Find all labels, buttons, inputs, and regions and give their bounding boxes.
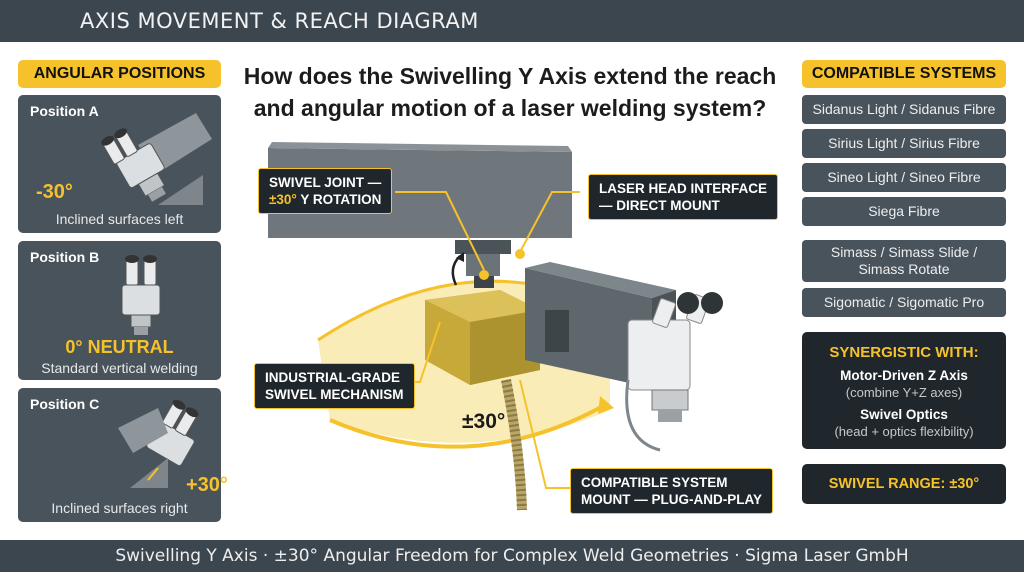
header-bar: AXIS MOVEMENT & REACH DIAGRAM: [0, 0, 1024, 42]
mount-line1: COMPATIBLE SYSTEM: [581, 475, 728, 490]
footer-text: Swivelling Y Axis · ±30° Angular Freedom…: [115, 546, 909, 566]
footer-bar: Swivelling Y Axis · ±30° Angular Freedom…: [0, 540, 1024, 572]
head-tilted-right-icon: [118, 399, 199, 488]
mount-line2: MOUNT — PLUG-AND-PLAY: [581, 492, 762, 507]
page-title: AXIS MOVEMENT & REACH DIAGRAM: [80, 9, 479, 33]
system-item-simass: Simass / Simass Slide / Simass Rotate: [802, 240, 1006, 282]
position-a-description: Inclined surfaces left: [55, 211, 184, 227]
compatible-systems-heading: COMPATIBLE SYSTEMS: [802, 60, 1006, 88]
position-a-title: Position A: [30, 103, 99, 119]
position-card-a: Position A -30° Inclined surfaces left: [18, 95, 221, 233]
position-c-description: Inclined surfaces right: [51, 500, 188, 516]
system-item-sigomatic: Sigomatic / Sigomatic Pro: [802, 288, 1006, 317]
swivel-mechanism-callout: INDUSTRIAL-GRADE SWIVEL MECHANISM: [254, 363, 415, 409]
head-tilted-left-icon: [101, 113, 212, 205]
synergy-item-swivel-optics-desc: (head + optics flexibility): [834, 424, 974, 439]
swivel-joint-angle: ±30°: [269, 192, 297, 207]
mechanism-line1: INDUSTRIAL-GRADE: [265, 370, 400, 385]
position-b-title: Position B: [30, 249, 100, 265]
system-item-sineo: Sineo Light / Sineo Fibre: [802, 163, 1006, 192]
position-card-b: Position B 0° NEUTRAL Standard vertical …: [18, 241, 221, 380]
position-c-title: Position C: [30, 396, 100, 412]
swivel-joint-rotation: Y ROTATION: [296, 192, 382, 207]
swivel-joint-callout: SWIVEL JOINT — ±30° Y ROTATION: [258, 168, 393, 214]
head-vertical-icon: [121, 255, 161, 335]
system-item-siega: Siega Fibre: [802, 197, 1006, 226]
system-mount-callout: COMPATIBLE SYSTEM MOUNT — PLUG-AND-PLAY: [570, 468, 773, 514]
position-a-value: -30°: [36, 181, 73, 203]
swivel-joint-line1: SWIVEL JOINT —: [269, 175, 382, 190]
synergy-item-z-axis: Motor-Driven Z Axis: [840, 368, 968, 383]
swivel-joint-line2: ±30° Y ROTATION: [269, 191, 381, 208]
rotation-range-label: ±30°: [462, 410, 506, 433]
synergy-item-swivel-optics: Swivel Optics: [860, 407, 948, 422]
swivel-range-box: SWIVEL RANGE: ±30°: [802, 464, 1006, 504]
synergy-heading: SYNERGISTIC WITH:: [829, 344, 979, 361]
position-b-description: Standard vertical welding: [41, 360, 198, 376]
system-item-sirius: Sirius Light / Sirius Fibre: [802, 129, 1006, 158]
synergy-item-z-axis-desc: (combine Y+Z axes): [845, 385, 963, 400]
synergy-box: SYNERGISTIC WITH: Motor-Driven Z Axis (c…: [802, 332, 1006, 449]
position-b-value: 0° NEUTRAL: [65, 337, 174, 357]
laser-head-interface-callout: LASER HEAD INTERFACE — DIRECT MOUNT: [588, 174, 779, 220]
angular-positions-heading: ANGULAR POSITIONS: [18, 60, 221, 88]
laser-head-line1: LASER HEAD INTERFACE: [599, 181, 768, 196]
position-c-value: +30°: [186, 474, 228, 496]
laser-head-line2: — DIRECT MOUNT: [599, 198, 720, 213]
mechanism-line2: SWIVEL MECHANISM: [265, 387, 404, 402]
position-card-c: Position C +30° Inclined surfaces right: [18, 388, 228, 522]
system-item-sidanus: Sidanus Light / Sidanus Fibre: [802, 95, 1006, 124]
main-question: How does the Swivelling Y Axis extend th…: [243, 63, 777, 121]
